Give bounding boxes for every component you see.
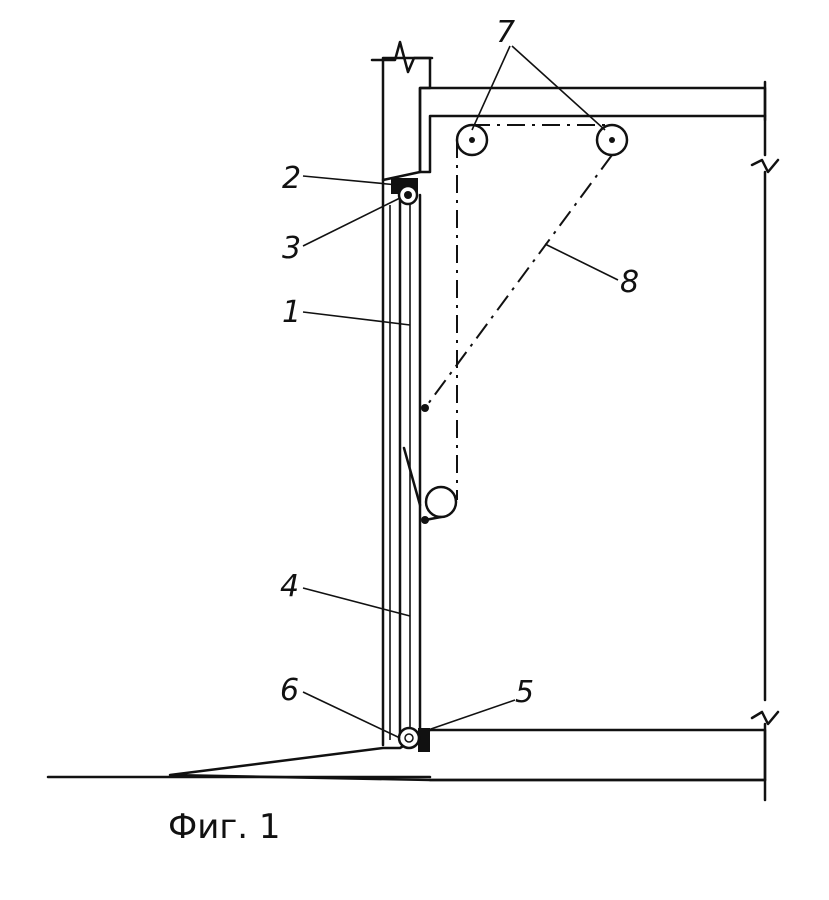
leader-lines [302,45,619,739]
bottom-roller-assembly [397,726,430,752]
figure-caption: Фиг. 1 [168,807,280,847]
label-8: 8 [620,265,639,300]
ceiling-pulleys [455,123,629,157]
label-6: 6 [280,673,299,708]
label-5: 5 [515,675,534,710]
label-3: 3 [282,231,301,266]
right-wall [750,114,780,802]
label-2: 2 [282,161,301,196]
left-wall [370,40,434,747]
door-panel [398,193,422,737]
reference-labels: 2 3 1 4 6 5 7 8 [280,15,639,710]
top-roller-assembly [391,178,419,206]
label-1: 1 [282,295,301,330]
ceiling-slab [418,80,767,174]
label-7: 7 [496,15,515,50]
label-4: 4 [280,569,299,604]
floor-slab [46,728,767,782]
panel-pulley [424,485,458,519]
cable [421,124,613,524]
